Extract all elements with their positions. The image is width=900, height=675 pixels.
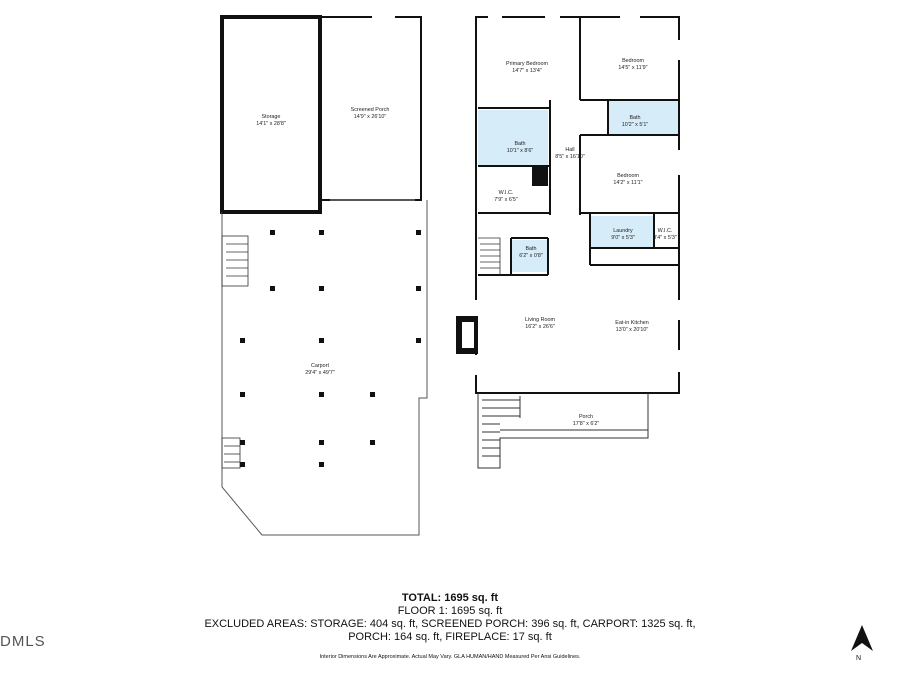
label-bath-primary-name: Bath [514,141,525,147]
room-labels: Storage 14'1" x 28'8" Screened Porch 14'… [256,58,677,427]
interior-stairs [478,237,501,275]
mls-logo: DMLS [0,633,46,650]
label-kitchen-name: Eat-in Kitchen [615,320,649,326]
label-laundry-dims: 9'0" x 5'3" [611,235,635,241]
label-bath-east-dims: 10'2" x 5'1" [622,122,649,128]
label-bedroom-ne-name: Bedroom [622,58,644,64]
label-porch-name: Porch [579,414,593,420]
label-primary-bedroom-name: Primary Bedroom [506,61,548,67]
fireplace [456,316,478,354]
label-bedroom-ne-dims: 14'5" x 11'9" [618,65,647,71]
bath-fills [478,101,678,272]
compass-north-label: N [856,655,862,662]
label-carport-name: Carport [311,363,329,369]
label-wic-primary-dims: 7'9" x 6'5" [494,197,518,203]
label-bath-half-name: Bath [525,246,536,252]
label-wic-small-name: W.I.C. [658,228,673,234]
label-laundry-name: Laundry [613,228,633,234]
porch-structure [477,393,649,469]
label-hall-name: Hall [565,147,574,153]
left-structure [220,15,428,536]
area-summary: TOTAL: 1695 sq. ft FLOOR 1: 1695 sq. ft … [0,592,900,644]
label-bath-half-dims: 6'2" x 0'8" [519,253,543,259]
floor-value: 1695 [450,605,476,617]
label-primary-bedroom-dims: 14'7" x 13'4" [512,68,542,74]
right-walls [475,16,680,394]
excluded-line-1: EXCLUDED AREAS: STORAGE: 404 sq. ft, SCR… [204,618,696,630]
label-bath-primary-dims: 10'1" x 8'6" [507,148,534,154]
total-value: 1695 sq. ft [444,592,499,604]
label-kitchen-dims: 13'0" x 20'10" [616,327,649,333]
disclaimer: Interior Dimensions Are Approximate. Act… [319,654,581,660]
label-screened-porch-dims: 14'9" x 26'10" [354,114,387,120]
closet-block [532,166,548,186]
label-porch-dims: 17'8" x 6'2" [573,421,600,427]
floor-unit: sq. ft [478,605,503,617]
windows [474,15,681,375]
label-living-room-dims: 16'2" x 26'6" [525,324,555,330]
total-line: TOTAL: 1695 sq. ft [0,592,900,605]
total-label: TOTAL: [401,592,442,604]
label-wic-small-dims: 3'4" x 5'3" [653,235,677,241]
label-living-room-name: Living Room [525,317,555,323]
label-hall-dims: 8'5" x 16'10" [555,154,585,160]
carport-posts [240,230,421,467]
label-carport-dims: 29'4" x 49'7" [305,370,335,376]
label-screened-porch-name: Screened Porch [351,107,390,113]
floor-label: FLOOR 1: [397,605,448,617]
label-bedroom-mid-dims: 14'2" x 11'1" [613,180,642,186]
label-bath-east-name: Bath [629,115,640,121]
label-storage-name: Storage [262,114,281,120]
compass-arrow-icon [851,625,873,651]
label-storage-dims: 14'1" x 28'8" [256,121,286,127]
left-stairs [221,235,249,469]
label-wic-primary-name: W.I.C. [499,190,514,196]
label-bedroom-mid-name: Bedroom [617,173,639,179]
floor-line: FLOOR 1: 1695 sq. ft [0,605,900,618]
excluded-line-2: PORCH: 164 sq. ft, FIREPLACE: 17 sq. ft [348,631,552,643]
